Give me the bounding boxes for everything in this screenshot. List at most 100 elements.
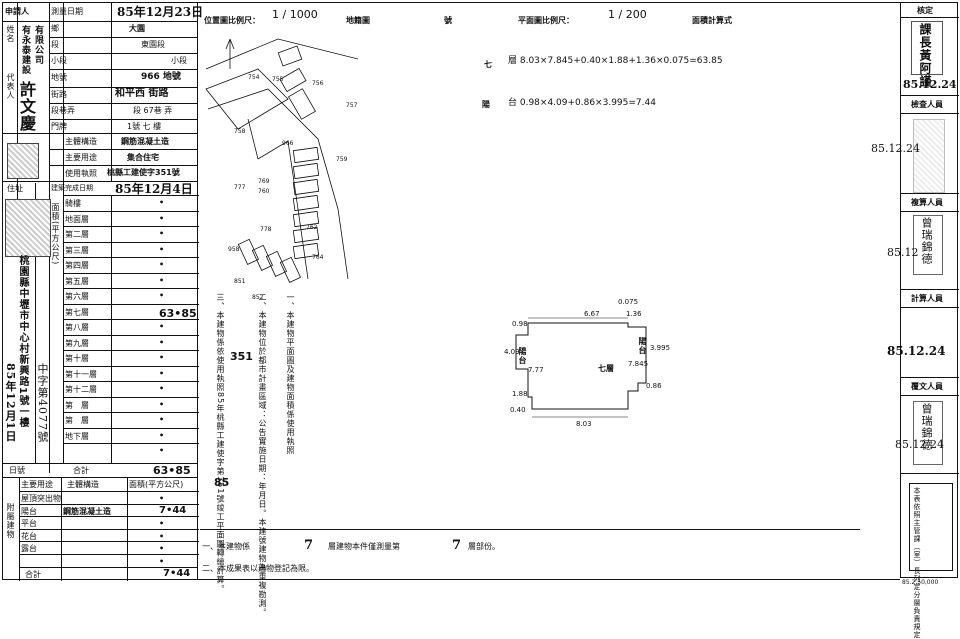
complete-label: 建築完成日期 — [51, 184, 93, 192]
building-lot-shape — [292, 178, 320, 196]
attach-total-label: 合計 — [25, 570, 41, 579]
floor-row: 第三層• — [63, 241, 199, 258]
building-lot-shape — [292, 226, 320, 244]
floor-area-value: • — [159, 337, 165, 347]
attach-area: • — [159, 494, 165, 503]
attach-row: 露台• — [19, 541, 199, 554]
street-label: 街路 — [51, 90, 67, 99]
calc-balcony-label: 陽 — [482, 100, 490, 109]
survey-date: 85年12月23日 — [117, 5, 204, 19]
lot-number: 769 — [258, 178, 270, 185]
lot-number: 966 — [282, 140, 294, 147]
plan-dimension: 0.86 — [646, 382, 662, 390]
plan-dimension: 1.36 — [626, 310, 642, 318]
address-label: 住址 — [7, 184, 23, 193]
review-label: 複算人員 — [911, 198, 943, 207]
plan-dimension: 7.77 — [528, 366, 544, 374]
floor-row: 第 層• — [63, 396, 199, 413]
door-label: 門牌 — [51, 122, 67, 131]
attach-area: • — [159, 531, 165, 541]
check-label: 核定 — [917, 6, 933, 15]
area-calc-label: 面積計算式 — [692, 16, 732, 25]
proof-stamp-box — [913, 401, 943, 465]
plan-scale: 1 / 200 — [608, 8, 647, 21]
license-value: 桃縣工建使字351號 — [107, 168, 180, 177]
structure-value: 鋼筋混凝土造 — [121, 137, 169, 146]
lane-label: 段巷弄 — [51, 106, 75, 115]
floor-row: 第十二層• — [63, 381, 199, 397]
lot-number: 760 — [258, 188, 270, 195]
address-value: 桃園縣中壢市中心村新興路1號一樓 — [17, 255, 28, 428]
review-stamp: 曾瑞錦德 — [920, 217, 933, 265]
owner-label: 有限公司 — [33, 25, 43, 65]
attach-use: 屋頂突出物 — [21, 494, 61, 503]
note-1: 一、本建物平面圖及建物面積係使用執照 — [286, 293, 295, 455]
license-label: 使用執照 — [65, 169, 97, 178]
floor-label: 第十層 — [65, 354, 89, 363]
review-stamp-box — [913, 215, 943, 275]
building-lot-shape — [237, 238, 260, 265]
lot-number: 756 — [312, 80, 324, 87]
floor-label: 第 層 — [65, 416, 89, 425]
note-2: 二、本建物位於都市計畫區域：公告實施日期：年月日。本建號建物為重複勘測。 — [258, 293, 267, 617]
form-code: 85.2.50,000 — [902, 579, 939, 586]
plan-floor-label: 七層 — [598, 364, 614, 373]
lot-number: 958 — [228, 246, 240, 253]
floor-row: 第二層• — [63, 226, 199, 242]
check-date: 85.12.24 — [903, 78, 957, 91]
attach-header-use: 主要用途 — [21, 480, 53, 489]
calc-label: 計算人員 — [911, 294, 943, 303]
floor-area-value: • — [159, 446, 165, 455]
floor-label: 第五層 — [65, 276, 89, 286]
attach-total: 7•44 — [163, 568, 191, 579]
calc-floor7: 層 8.03×7.845+0.40×1.88+1.36×0.075=63.85 — [508, 56, 723, 66]
footer-line-1c: 層建物本件僅測量第 — [328, 542, 400, 551]
floor-row: 第六層• — [63, 288, 199, 304]
attach-use: 花台 — [21, 531, 37, 541]
building-lot-shape — [292, 146, 320, 164]
floor-area-value: • — [159, 198, 165, 207]
date-num-label: 日號 — [9, 466, 25, 475]
floor-label: 第七層 — [65, 307, 89, 317]
proof-label: 覆文人員 — [911, 382, 943, 391]
survey-date-label: 測量日期 — [51, 7, 83, 16]
footer-line-1d: 7 — [452, 538, 462, 553]
lot-number: 755 — [272, 76, 284, 83]
plan-balcony-right: 陽台 — [638, 337, 647, 355]
floor-area-value: • — [159, 291, 165, 300]
usage-value: 集合住宅 — [127, 153, 159, 162]
location-scale: 1 / 1000 — [272, 8, 318, 21]
floor-label: 第四層 — [65, 261, 89, 270]
floor-label: 第三層 — [65, 245, 89, 255]
section-value: 東園段 — [141, 40, 165, 49]
lot-number: 777 — [234, 184, 246, 191]
lot-number: 754 — [248, 74, 260, 81]
attach-header-struct: 主體構造 — [67, 480, 99, 489]
floor-area-value: • — [159, 399, 165, 409]
attach-area: • — [159, 557, 165, 566]
lot-number: 852 — [252, 294, 264, 301]
subsection-label: 小段 — [51, 56, 67, 65]
building-lot-shape — [292, 210, 320, 228]
lot-number: 762 — [306, 224, 318, 231]
attach-area: • — [159, 519, 165, 529]
floor-area-value: 63•85 — [159, 306, 197, 320]
attach-use: 平台 — [21, 519, 37, 529]
building-lot-shape — [279, 256, 302, 283]
lot-label: 地號 — [51, 73, 67, 82]
base-area-label: 面積(平方公尺) — [51, 203, 60, 266]
plan-dimension: 1.88 — [512, 390, 528, 398]
inspect-stamp — [913, 119, 945, 193]
attach-row: • — [19, 554, 199, 567]
review-date: 85.12 — [887, 246, 919, 259]
building-lot-shape — [292, 194, 320, 212]
floor-area-value: • — [159, 353, 165, 362]
year-85: 85 — [214, 476, 230, 489]
attach-use: 露台 — [21, 544, 37, 554]
floor-label: 地下層 — [65, 431, 89, 441]
floor-row: 騎樓• — [63, 195, 199, 211]
footer-line-1e: 層部份。 — [468, 542, 500, 551]
attach-use: 陽台 — [21, 506, 37, 516]
attach-row: 花台 • — [19, 528, 199, 542]
